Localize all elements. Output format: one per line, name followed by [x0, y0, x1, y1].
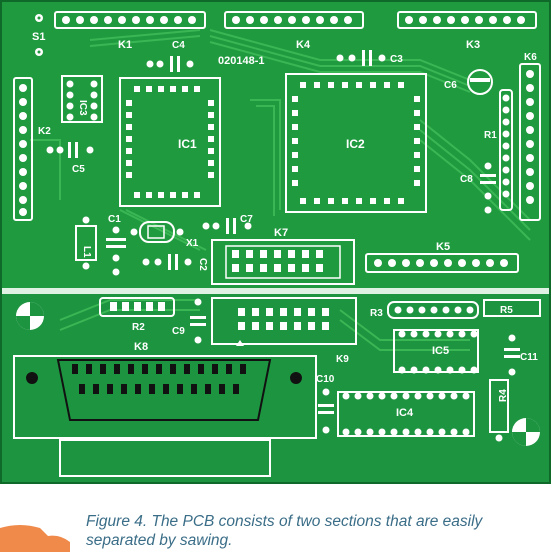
chip-ic5: IC5: [393, 329, 479, 374]
label-r2: R2: [132, 322, 145, 333]
label-k9: K9: [336, 354, 349, 365]
label-c6: C6: [444, 80, 457, 91]
chip-ic2: IC2: [285, 73, 427, 213]
connector-k3: K3: [397, 11, 537, 51]
board-code: 020148-1: [218, 55, 265, 67]
connector-k1: K1: [54, 11, 206, 51]
capacitor-c7: C7: [202, 214, 253, 234]
label-k7: K7: [274, 227, 288, 239]
label-r5: R5: [500, 305, 513, 316]
page-corner-mark: [0, 522, 72, 552]
label-ic2: IC2: [346, 137, 365, 151]
label-c1: C1: [108, 214, 121, 225]
connector-k6: K6: [519, 52, 541, 221]
label-c8: C8: [460, 174, 473, 185]
label-k1: K1: [118, 39, 132, 51]
capacitor-c3: C3: [336, 50, 403, 66]
label-l1: L1: [81, 246, 92, 258]
label-c11: C11: [520, 352, 538, 363]
label-c5: C5: [72, 164, 85, 175]
fiducial-left: [16, 302, 44, 330]
crystal-x1: X1: [130, 221, 199, 249]
inductor-l1: L1: [75, 216, 97, 270]
capacitor-c6: C6: [444, 69, 493, 95]
label-ic5: IC5: [432, 345, 449, 357]
capacitor-c9: C9: [172, 298, 206, 344]
label-c3: C3: [390, 54, 403, 65]
resistor-r3: R3: [370, 301, 479, 319]
label-x1: X1: [186, 238, 199, 249]
label-r3: R3: [370, 308, 383, 319]
chip-ic4: IC4: [337, 391, 475, 437]
label-c2: C2: [197, 258, 208, 271]
resistor-r5: R5: [483, 299, 541, 317]
label-c9: C9: [172, 326, 185, 337]
label-ic4: IC4: [396, 407, 414, 419]
chip-ic3: IC3: [61, 75, 103, 123]
label-c7: C7: [240, 214, 253, 225]
label-k4: K4: [296, 39, 311, 51]
capacitor-c2: C2: [142, 254, 208, 271]
pcb-svg: S1 K1 K4 K3 C4: [0, 0, 551, 484]
resistor-r4: R4: [489, 379, 509, 442]
switch-s1: S1: [32, 14, 45, 56]
chip-ic1: IC1: [119, 77, 221, 207]
capacitor-c5: C5: [46, 142, 94, 175]
label-r4: R4: [498, 389, 509, 402]
label-k2: K2: [38, 126, 51, 137]
figure-caption: Figure 4. The PCB consists of two sectio…: [86, 513, 483, 549]
label-r1: R1: [484, 130, 497, 141]
saw-line: [0, 288, 551, 294]
label-c4: C4: [172, 40, 185, 51]
label-c10: C10: [316, 374, 335, 385]
capacitor-c8: C8: [460, 162, 496, 214]
lower-section: [0, 294, 551, 484]
board-outline: [0, 0, 551, 484]
label-ic3: IC3: [77, 100, 88, 116]
label-k5: K5: [436, 241, 450, 253]
label-ic1: IC1: [178, 137, 197, 151]
capacitor-c11: C11: [504, 334, 538, 376]
connector-k9: K9: [211, 297, 357, 365]
resistor-r1: R1: [484, 89, 513, 211]
label-k6: K6: [524, 52, 537, 63]
fiducial-right: [512, 418, 540, 446]
capacitor-c10: C10: [316, 374, 335, 434]
capacitor-c4: C4: [146, 40, 194, 72]
connector-k8: K8: [13, 341, 317, 477]
connector-k7: K7: [211, 227, 355, 285]
label-k3: K3: [466, 39, 480, 51]
connector-k4: K4: [224, 11, 364, 51]
connector-k5: K5: [365, 241, 519, 273]
connector-k2: K2: [13, 77, 51, 221]
pcb-board: S1 K1 K4 K3 C4: [0, 0, 551, 484]
label-k8: K8: [134, 341, 148, 353]
resistor-r2: R2: [99, 297, 175, 333]
label-s1: S1: [32, 31, 45, 43]
capacitor-c1: C1: [106, 214, 126, 276]
